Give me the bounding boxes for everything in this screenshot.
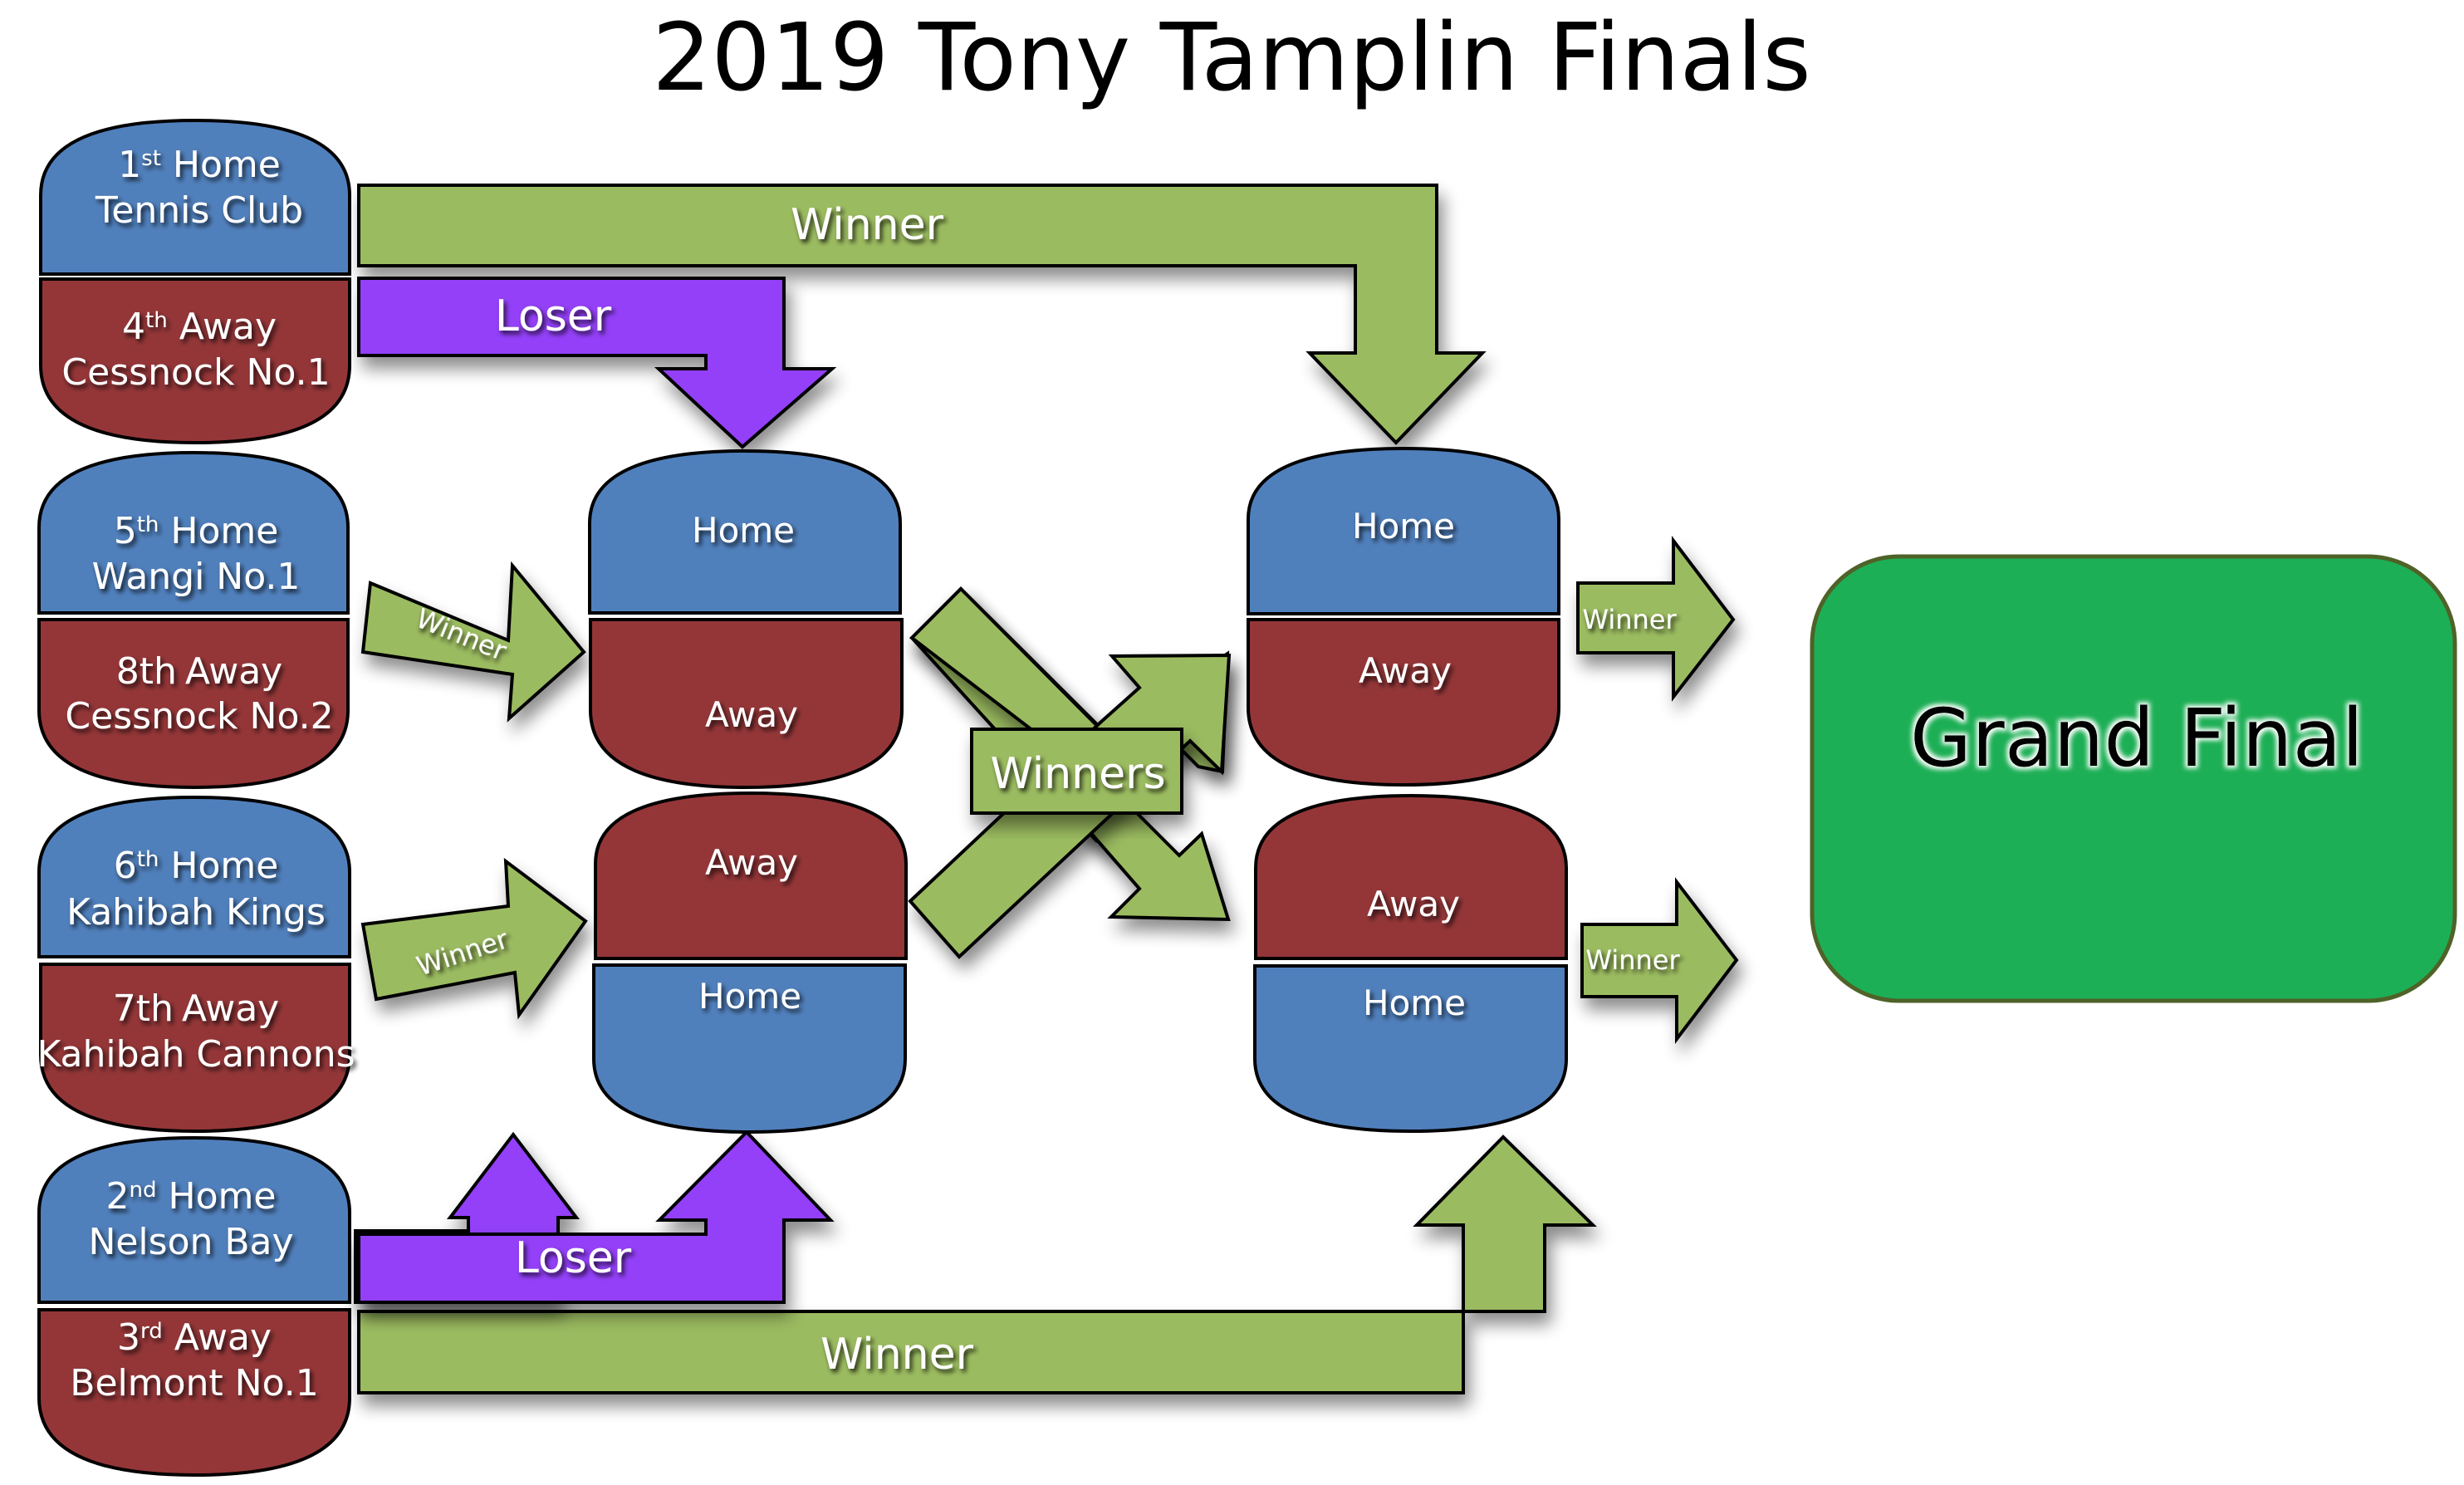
arrow-top-winner [357, 184, 1487, 445]
arrow-bottom-loser-label: Loser [515, 1233, 632, 1283]
arrow-top-winner-label: Winner [791, 200, 944, 250]
round1-match-3-home-team: Kahibah Kings [66, 891, 326, 934]
round1-match-1-home-line1: 1st Home [118, 144, 281, 186]
page-title: 2019 Tony Tamplin Finals [652, 4, 1810, 112]
winners-label-box [970, 728, 1183, 815]
round1-match-2-home-slot[interactable] [37, 450, 350, 615]
round3-match-1-top-slot[interactable] [1247, 446, 1560, 615]
round1-match-4-away-slot[interactable] [37, 1308, 351, 1478]
round1-match-1-home-team: Tennis Club [95, 189, 303, 232]
arrow-qf2-winner [360, 857, 588, 1020]
round2-match-1-bottom-slot[interactable] [589, 618, 904, 790]
round2-match-1: Home Away [588, 448, 904, 790]
round1-match-4-away-team: Belmont No.1 [70, 1362, 318, 1404]
round1-match-2-home-line1: 5th Home [114, 510, 279, 552]
round1-match-4: 2nd Home Nelson Bay 3rd Away Belmont No.… [37, 1135, 351, 1478]
round1-match-3-away-team: Kahibah Cannons [37, 1033, 355, 1076]
round1-match-3-away-slot[interactable] [39, 963, 351, 1134]
round3-match-2-bottom-label: Home [1363, 983, 1466, 1023]
round2-match-2-top-slot[interactable] [594, 791, 908, 960]
round1-match-4-home-team: Nelson Bay [88, 1221, 293, 1263]
round3-match-1-top-label: Home [1352, 506, 1455, 546]
grand-final-label: Grand Final [1910, 692, 2364, 785]
round1-match-4-home-slot[interactable] [37, 1135, 351, 1304]
round1-match-2-away-team: Cessnock No.2 [65, 695, 333, 738]
arrow-top-loser-label: Loser [495, 292, 612, 341]
round3-match-2-top-slot[interactable] [1254, 793, 1568, 960]
round2-match-2-top-label: Away [705, 842, 798, 883]
round2-match-1-bottom-label: Away [705, 694, 798, 735]
arrow-bottom-winner [357, 1135, 1597, 1394]
round3-match-2: Away Home [1253, 793, 1568, 1134]
round1-match-1-away-slot[interactable] [39, 277, 351, 445]
arrow-sf2-winner [1580, 877, 1739, 1044]
round3-match-2-bottom-slot[interactable] [1253, 964, 1568, 1134]
round1-match-3-home-slot[interactable] [37, 795, 351, 958]
round3-match-1-bottom-slot[interactable] [1247, 618, 1560, 787]
round3-match-1: Home Away [1247, 446, 1560, 787]
round1-match-2-home-team: Wangi No.1 [92, 556, 301, 598]
round2-match-2-bottom-slot[interactable] [592, 963, 907, 1135]
round2-match-1-top-slot[interactable] [588, 448, 902, 615]
arrow-bottom-winner-label: Winner [821, 1330, 974, 1380]
round1-match-3-home-line1: 6th Home [114, 845, 279, 887]
round1-match-1-home-slot[interactable] [39, 118, 351, 276]
arrow-sf1-winner-label: Winner [1582, 604, 1677, 635]
arrow-top-loser [357, 277, 837, 449]
grand-final-box[interactable] [1810, 554, 2457, 1003]
arrow-sf2-winner-label: Winner [1585, 944, 1680, 976]
round1-match-4-home-line1: 2nd Home [106, 1175, 277, 1218]
round1-match-2-away-slot[interactable] [37, 618, 350, 790]
arrow-sf1-winner [1576, 536, 1736, 702]
round3-match-1-bottom-label: Away [1359, 650, 1452, 691]
round1-match-1-away-team: Cessnock No.1 [61, 351, 330, 394]
round1-match-1-away-line1: 4th Away [122, 306, 277, 348]
round1-match-4-away-line1: 3rd Away [117, 1316, 272, 1359]
arrow-qf1-winner [360, 561, 586, 723]
round1-match-1: 1st Home Tennis Club 4th Away Cessnock N… [39, 118, 351, 445]
round2-match-1-top-label: Home [692, 510, 795, 551]
round3-match-2-top-label: Away [1367, 884, 1460, 924]
round2-match-2-bottom-label: Home [698, 976, 801, 1017]
arrow-cross-winners-label: Winners [990, 749, 1165, 799]
arrow-bottom-loser-shape [357, 1130, 835, 1304]
round2-match-2: Away Home [592, 791, 908, 1135]
